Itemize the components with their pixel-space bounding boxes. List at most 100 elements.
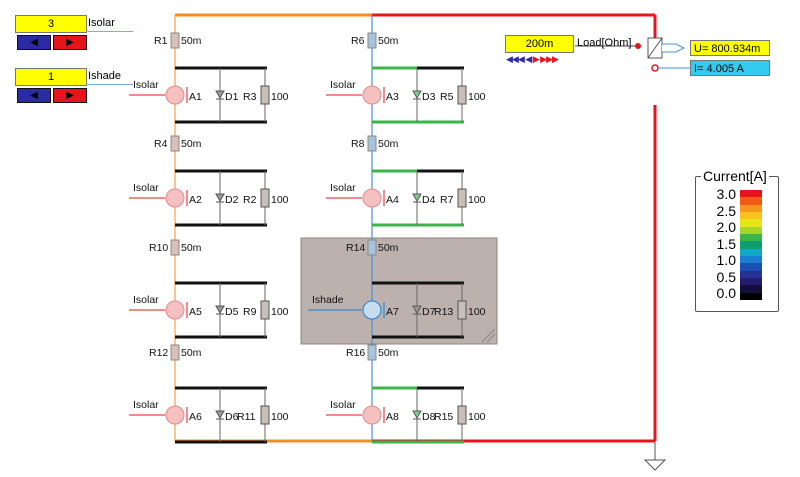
diode-label: D7 <box>422 306 436 318</box>
shunt-resistor[interactable] <box>260 85 270 105</box>
current-source-icon[interactable] <box>165 188 185 208</box>
shunt-resistor-label: R13 <box>434 306 453 318</box>
current-source-label: A1 <box>189 91 202 103</box>
legend-swatch <box>740 226 762 234</box>
diode-icon[interactable] <box>215 193 225 203</box>
shunt-resistor-value: 100 <box>271 91 289 103</box>
diode-icon[interactable] <box>412 410 422 420</box>
series-resistor[interactable] <box>170 32 180 49</box>
shunt-resistor-label: R15 <box>434 411 453 423</box>
series-resistor-label: R6 <box>351 35 365 47</box>
load-fast-decrease-icon[interactable]: ◀◀◀ <box>506 54 525 64</box>
diode-icon[interactable] <box>412 193 422 203</box>
series-resistor-value: 50m <box>378 138 399 150</box>
series-resistor[interactable] <box>170 344 180 361</box>
diode-label: D1 <box>225 91 239 103</box>
current-source-label: A2 <box>189 194 202 206</box>
current-source-icon[interactable] <box>165 85 185 105</box>
shunt-resistor-label: R7 <box>440 194 454 206</box>
series-resistor[interactable] <box>367 32 377 49</box>
diode-icon[interactable] <box>215 305 225 315</box>
series-resistor[interactable] <box>367 135 377 152</box>
shunt-resistor-label: R9 <box>243 306 257 318</box>
ishade-decrease-button[interactable]: ◀ <box>17 88 51 103</box>
current-source-icon[interactable] <box>362 85 382 105</box>
diode-icon[interactable] <box>215 90 225 100</box>
legend-swatch <box>740 263 762 271</box>
current-source-icon[interactable] <box>362 188 382 208</box>
shunt-resistor-value: 100 <box>271 306 289 318</box>
legend-swatch <box>740 292 762 300</box>
legend-color-scale <box>740 190 762 300</box>
isolar-increase-button[interactable]: ▶ <box>53 35 87 50</box>
current-source-label: A7 <box>386 306 399 318</box>
legend-value: 0.0 <box>716 285 736 301</box>
shaded-panel[interactable] <box>300 237 498 345</box>
shunt-resistor[interactable] <box>457 300 467 320</box>
input-label: Isolar <box>330 399 356 411</box>
legend-swatch <box>740 197 762 205</box>
node-dot <box>635 43 641 49</box>
diode-icon[interactable] <box>215 410 225 420</box>
ishade-link-line <box>86 84 133 85</box>
current-source-icon[interactable] <box>362 300 382 320</box>
legend-swatch <box>740 277 762 286</box>
input-label: Isolar <box>133 182 159 194</box>
legend-value: 2.5 <box>716 202 736 219</box>
diode-label: D6 <box>225 411 239 423</box>
load-value-box[interactable]: 200m <box>505 35 574 53</box>
load-label: Load[Ohm] <box>577 37 632 49</box>
diode-label: D2 <box>225 194 239 206</box>
series-resistor-value: 50m <box>378 35 399 47</box>
series-resistor-value: 50m <box>181 35 202 47</box>
shunt-resistor-value: 100 <box>468 411 486 423</box>
shunt-resistor[interactable] <box>260 300 270 320</box>
series-resistor-value: 50m <box>181 347 202 359</box>
legend-swatch <box>740 190 762 198</box>
isolar-value-box[interactable]: 3 <box>15 15 87 33</box>
shunt-resistor-label: R5 <box>440 91 454 103</box>
resize-grip-icon[interactable] <box>481 328 496 343</box>
current-meter: I= 4.005 A <box>690 60 770 76</box>
legend-value: 3.0 <box>716 186 736 202</box>
diode-icon[interactable] <box>412 90 422 100</box>
shunt-resistor[interactable] <box>260 188 270 208</box>
isolar-decrease-button[interactable]: ◀ <box>17 35 51 50</box>
current-source-label: A6 <box>189 411 202 423</box>
series-resistor[interactable] <box>367 344 377 361</box>
series-resistor[interactable] <box>170 239 180 256</box>
shunt-resistor[interactable] <box>457 405 467 425</box>
legend-swatch <box>740 219 762 227</box>
legend-swatch <box>740 204 762 212</box>
legend-value: 1.5 <box>716 235 736 252</box>
current-source-icon[interactable] <box>362 405 382 425</box>
diode-label: D5 <box>225 306 239 318</box>
legend-value: 0.5 <box>716 268 736 285</box>
series-resistor-label: R1 <box>154 35 168 47</box>
diode-label: D8 <box>422 411 436 423</box>
ishade-value-box[interactable]: 1 <box>15 68 87 86</box>
series-resistor[interactable] <box>367 239 377 256</box>
shunt-resistor[interactable] <box>260 405 270 425</box>
diode-icon[interactable] <box>412 305 422 315</box>
ishade-increase-button[interactable]: ▶ <box>53 88 87 103</box>
load-fast-increase-icon[interactable]: ▶▶▶ <box>540 54 559 64</box>
load-increase-icon[interactable]: ▶ <box>532 54 540 64</box>
shunt-resistor[interactable] <box>457 85 467 105</box>
series-resistor-value: 50m <box>181 138 202 150</box>
series-resistor-label: R12 <box>149 347 168 359</box>
shunt-resistor[interactable] <box>457 188 467 208</box>
ground-icon <box>643 459 667 471</box>
load-decrease-icon[interactable]: ◀ <box>525 54 532 64</box>
load-stepper[interactable]: ◀◀◀ ◀ ▶ ▶▶▶ <box>506 54 559 65</box>
current-source-icon[interactable] <box>165 300 185 320</box>
series-resistor[interactable] <box>170 135 180 152</box>
legend-swatch <box>740 211 762 220</box>
current-source-label: A8 <box>386 411 399 423</box>
current-source-icon[interactable] <box>165 405 185 425</box>
legend-value: 2.0 <box>716 219 736 235</box>
series-resistor-label: R16 <box>346 347 365 359</box>
